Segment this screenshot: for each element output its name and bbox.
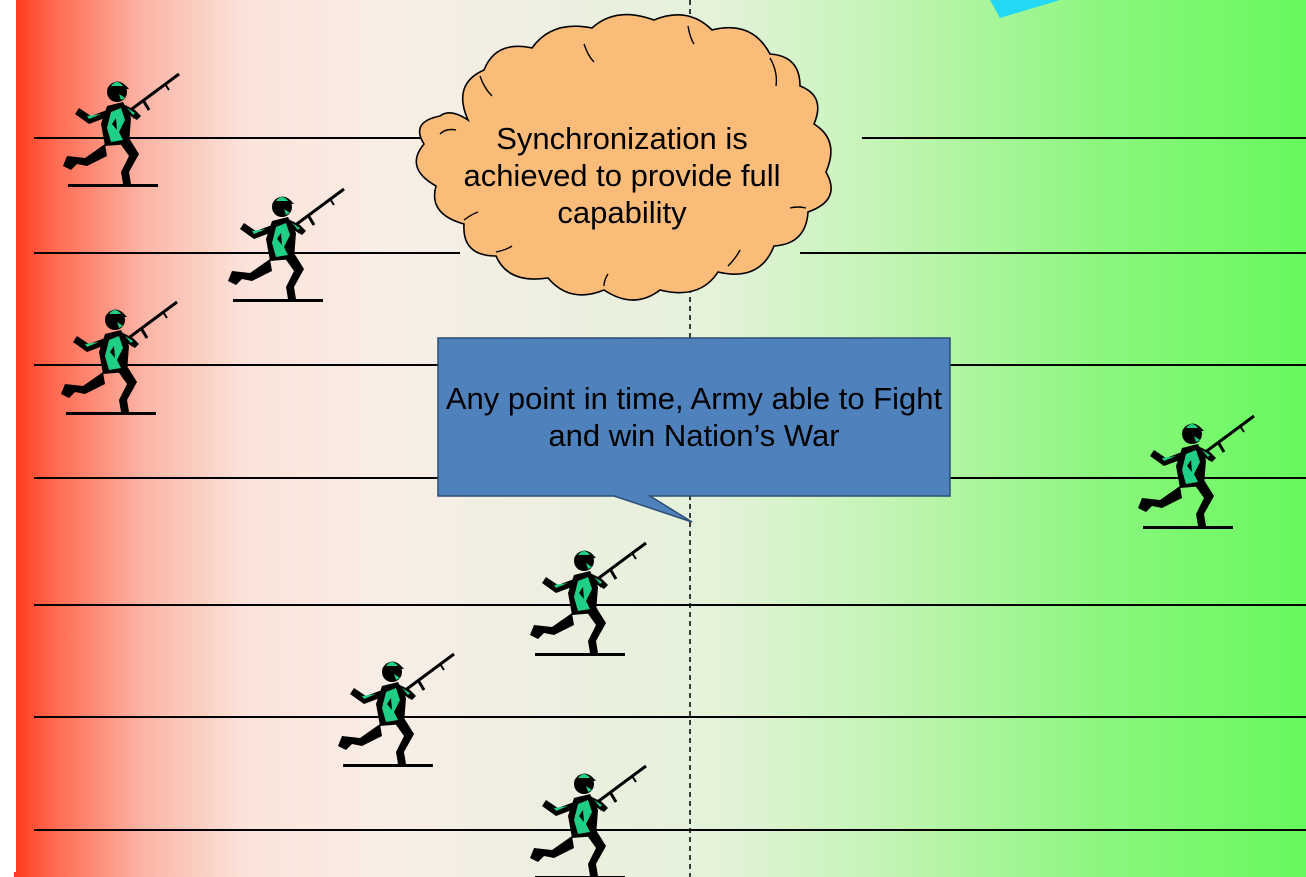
slide-frame [14,0,1306,872]
nations-war-callout [437,337,951,523]
running-soldier-icon [528,541,648,658]
track-lines [34,137,1306,831]
running-soldier-icon [528,764,648,877]
cloud-text: Synchronization is achieved to provide f… [463,120,781,230]
running-soldier-icon [226,187,346,304]
synchronization-cloud [415,13,832,301]
callout-text: Any point in time, Army able to Fight an… [445,381,943,453]
running-soldier-icon [336,652,456,769]
running-soldier-icon [61,72,181,189]
running-soldier-icon [1136,414,1256,531]
running-soldier-icon [59,300,179,417]
cyan-arrow-icon [990,0,1060,18]
